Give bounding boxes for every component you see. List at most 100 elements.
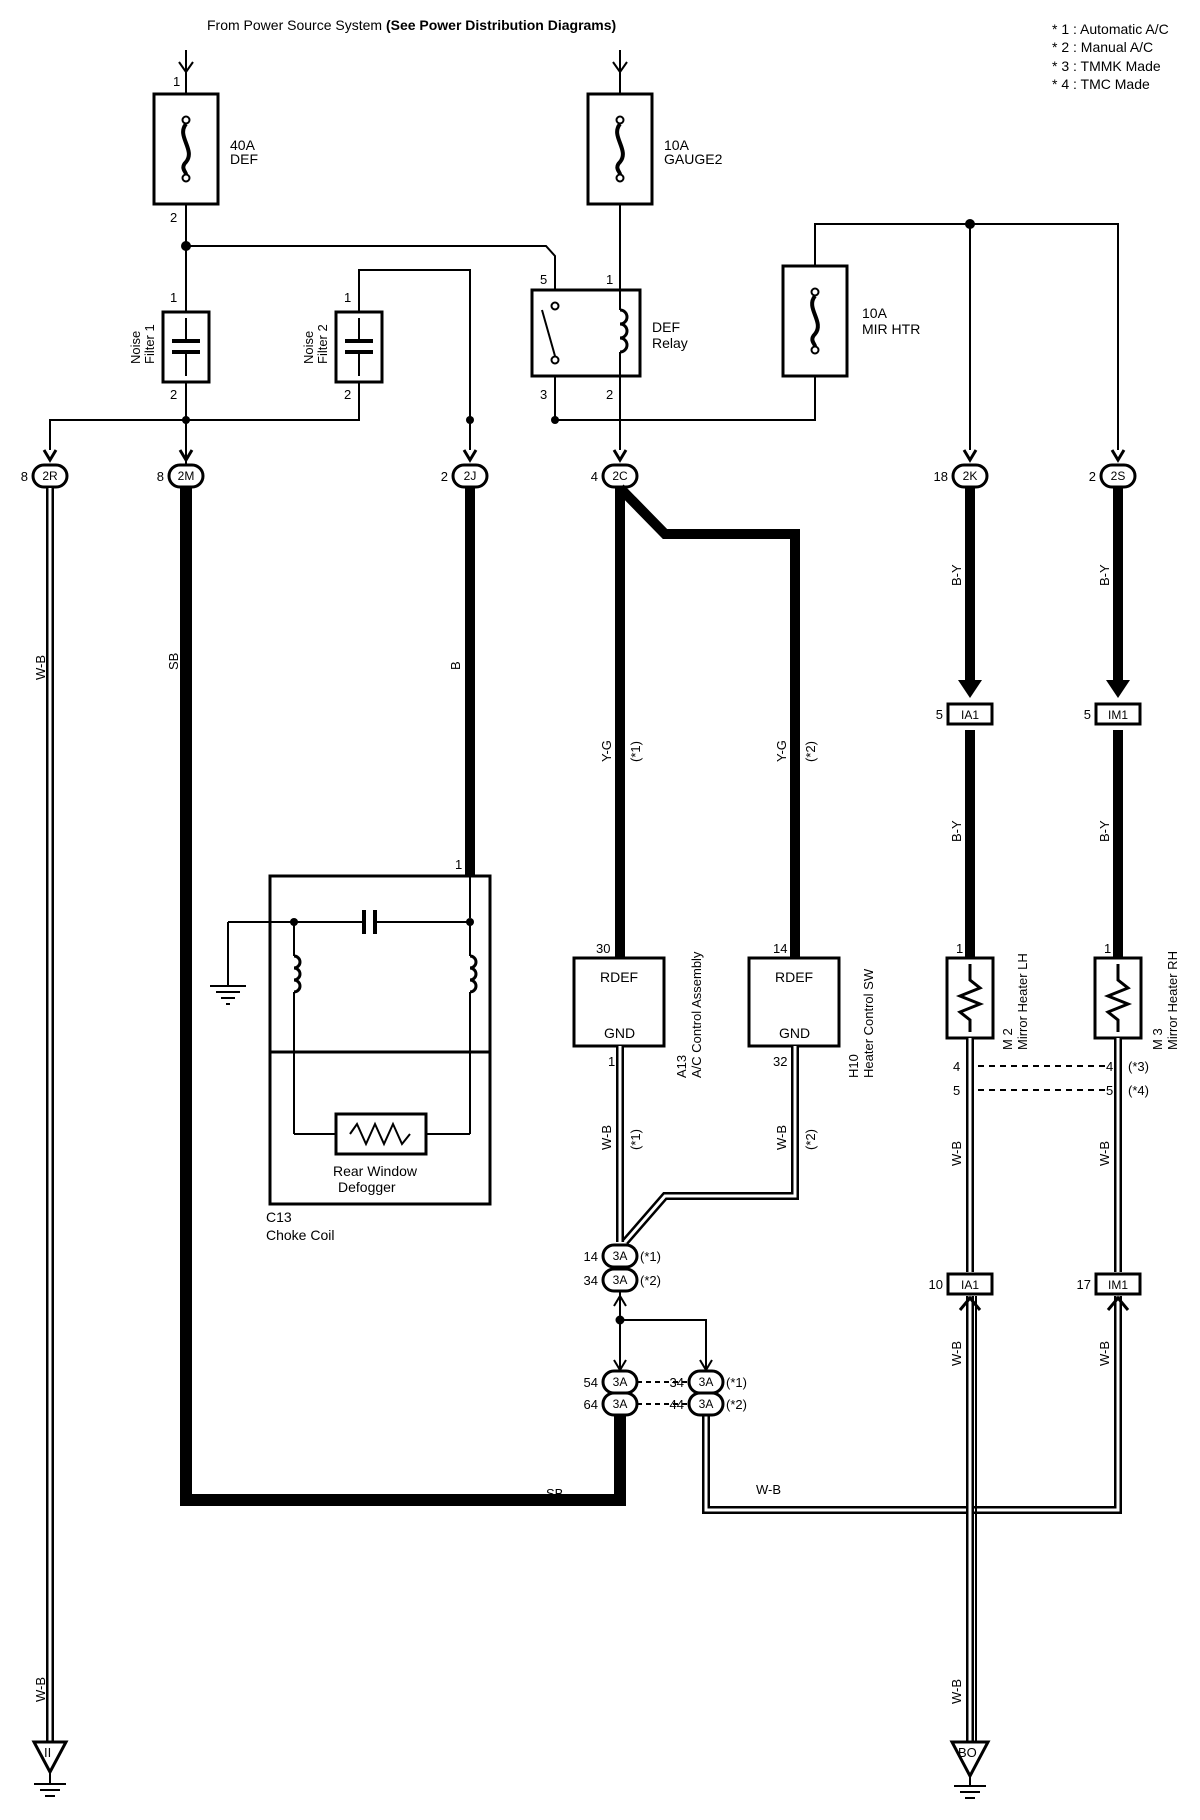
wire-mirror-by xyxy=(965,488,1123,958)
def-relay xyxy=(466,288,642,424)
connector-ia1-bottom-pin: 10 xyxy=(929,1277,943,1292)
heater-name: Heater Control SW xyxy=(861,968,876,1078)
connector-ia1-top-pin: 5 xyxy=(936,707,943,722)
noise-filter-1 xyxy=(161,246,211,470)
connector-im1-top: IM1 5 xyxy=(1084,702,1142,726)
connector-3a-64-id: 3A xyxy=(613,1397,628,1411)
noise-filter-2 xyxy=(49,269,471,450)
connector-2s-arrow xyxy=(1110,449,1126,463)
connector-im1-top-id: IM1 xyxy=(1108,708,1128,722)
nf2-label-2: Filter 2 xyxy=(315,324,330,364)
label-yg-1: Y-G xyxy=(599,740,614,762)
connector-2c: 2C4 xyxy=(591,463,639,489)
heater-code: H10 xyxy=(846,1054,861,1078)
label-wb-lh-1: W-B xyxy=(949,1141,964,1166)
note-3: * 3 : TMMK Made xyxy=(1052,58,1161,74)
mlh-name: Mirror Heater LH xyxy=(1015,953,1030,1050)
mrh-pin-5: 5 xyxy=(1106,1083,1113,1098)
label-2r-wb-bottom: W-B xyxy=(33,1677,48,1702)
relay-pin-3: 3 xyxy=(540,387,547,402)
connector-3a-14: 3A 14 (*1) xyxy=(584,1243,661,1269)
choke-coil xyxy=(210,874,492,1206)
connector-3a-44: 3A 44 (*2) xyxy=(670,1391,747,1417)
mirror-heater-lh xyxy=(945,956,995,1040)
ac-gnd: GND xyxy=(604,1025,635,1041)
ac-pin-1: 1 xyxy=(608,1054,615,1069)
connector-3a-14-note: (*1) xyxy=(640,1249,661,1264)
connector-3a-44-note: (*2) xyxy=(726,1397,747,1412)
note-2: * 2 : Manual A/C xyxy=(1052,39,1153,55)
connector-3a-44-id: 3A xyxy=(699,1397,714,1411)
fuse-mir-amps: 10A xyxy=(862,305,888,321)
junction-3a-wires xyxy=(613,1290,713,1405)
ac-rdef: RDEF xyxy=(600,969,638,985)
connector-3a-44-pin: 44 xyxy=(670,1397,684,1412)
heater-pin-32: 32 xyxy=(773,1054,787,1069)
fuse-def-name: DEF xyxy=(230,151,258,167)
relay-name: DEF xyxy=(652,319,680,335)
connector-im1-bottom-pin: 17 xyxy=(1077,1277,1091,1292)
connector-ia1-bottom-id: IA1 xyxy=(961,1278,979,1292)
connector-3a-34-b-pin: 34 xyxy=(670,1375,684,1390)
arrows-wb-up xyxy=(958,1295,1130,1311)
fuse-mir-name: MIR HTR xyxy=(862,321,920,337)
connector-3a-34-pin: 34 xyxy=(584,1273,598,1288)
nf1-pin-1: 1 xyxy=(170,290,177,305)
connector-2c-arrow xyxy=(612,449,628,463)
label-wb-rh-2: W-B xyxy=(1097,1341,1112,1366)
nf2-pin-2: 2 xyxy=(344,387,351,402)
connector-2c-id: 2C xyxy=(612,469,628,483)
fuse-def-pin-1: 1 xyxy=(173,74,180,89)
connector-2s: 2S 2 xyxy=(1089,463,1137,489)
connector-3a-14-pin: 14 xyxy=(584,1249,598,1264)
wire-2m-sb xyxy=(180,488,626,1506)
note-1: * 1 : Automatic A/C xyxy=(1052,21,1169,37)
relay-pin-5: 5 xyxy=(540,272,547,287)
label-wb-ac: W-B xyxy=(599,1125,614,1150)
fuse-gauge-name: GAUGE2 xyxy=(664,151,723,167)
label-wb-ac-note: (*1) xyxy=(628,1129,643,1150)
ground-bo-label: BO xyxy=(958,1745,977,1760)
nf2-pin-1: 1 xyxy=(344,290,351,305)
connector-2j-arrow xyxy=(462,449,478,463)
mrh-pin-4: 4 xyxy=(1106,1059,1113,1074)
wire-2c-yg xyxy=(615,484,800,958)
mlh-pin-4: 4 xyxy=(953,1059,960,1074)
power-source-text: From Power Source System (See Power Dist… xyxy=(207,17,616,33)
label-wb-lh-3: W-B xyxy=(949,1679,964,1704)
mrh-note-3: (*3) xyxy=(1128,1059,1149,1074)
defogger-label-2: Defogger xyxy=(338,1179,396,1195)
nf1-label-2: Filter 1 xyxy=(142,324,157,364)
connector-2j-pin: 2 xyxy=(441,469,448,484)
connector-im1-bottom-id: IM1 xyxy=(1108,1278,1128,1292)
ac-pin-30: 30 xyxy=(596,941,610,956)
ac-code: A13 xyxy=(674,1055,689,1078)
ground-ii xyxy=(31,1740,69,1797)
connector-2s-id: 2S xyxy=(1111,469,1126,483)
ground-bo xyxy=(949,1740,991,1799)
connector-2k-id: 2K xyxy=(963,469,978,483)
connector-3a-34-id: 3A xyxy=(613,1273,628,1287)
label-yg-1-note: (*1) xyxy=(628,741,643,762)
connector-im1-top-pin: 5 xyxy=(1084,707,1091,722)
connector-2r-id: 2R xyxy=(42,469,58,483)
connector-2m-pin: 8 xyxy=(157,469,164,484)
choke-pin-1: 1 xyxy=(455,857,462,872)
wire-gnd-wb xyxy=(616,1046,799,1245)
label-by-rh-2: B-Y xyxy=(1097,820,1112,842)
relay-pin-1: 1 xyxy=(606,272,613,287)
ac-name: A/C Control Assembly xyxy=(689,951,704,1078)
connector-2s-pin: 2 xyxy=(1089,469,1096,484)
connector-3a-34-b-note: (*1) xyxy=(726,1375,747,1390)
connector-3a-14-id: 3A xyxy=(613,1249,628,1263)
mirror-heater-rh xyxy=(1093,956,1143,1040)
bus-mirror xyxy=(555,219,1119,450)
arrows-by xyxy=(958,680,1130,698)
connector-2r: 2R8 xyxy=(21,463,69,489)
label-2j-b: B xyxy=(448,661,463,670)
label-yg-2-note: (*2) xyxy=(803,741,818,762)
connector-2m-id: 2M xyxy=(178,469,195,483)
